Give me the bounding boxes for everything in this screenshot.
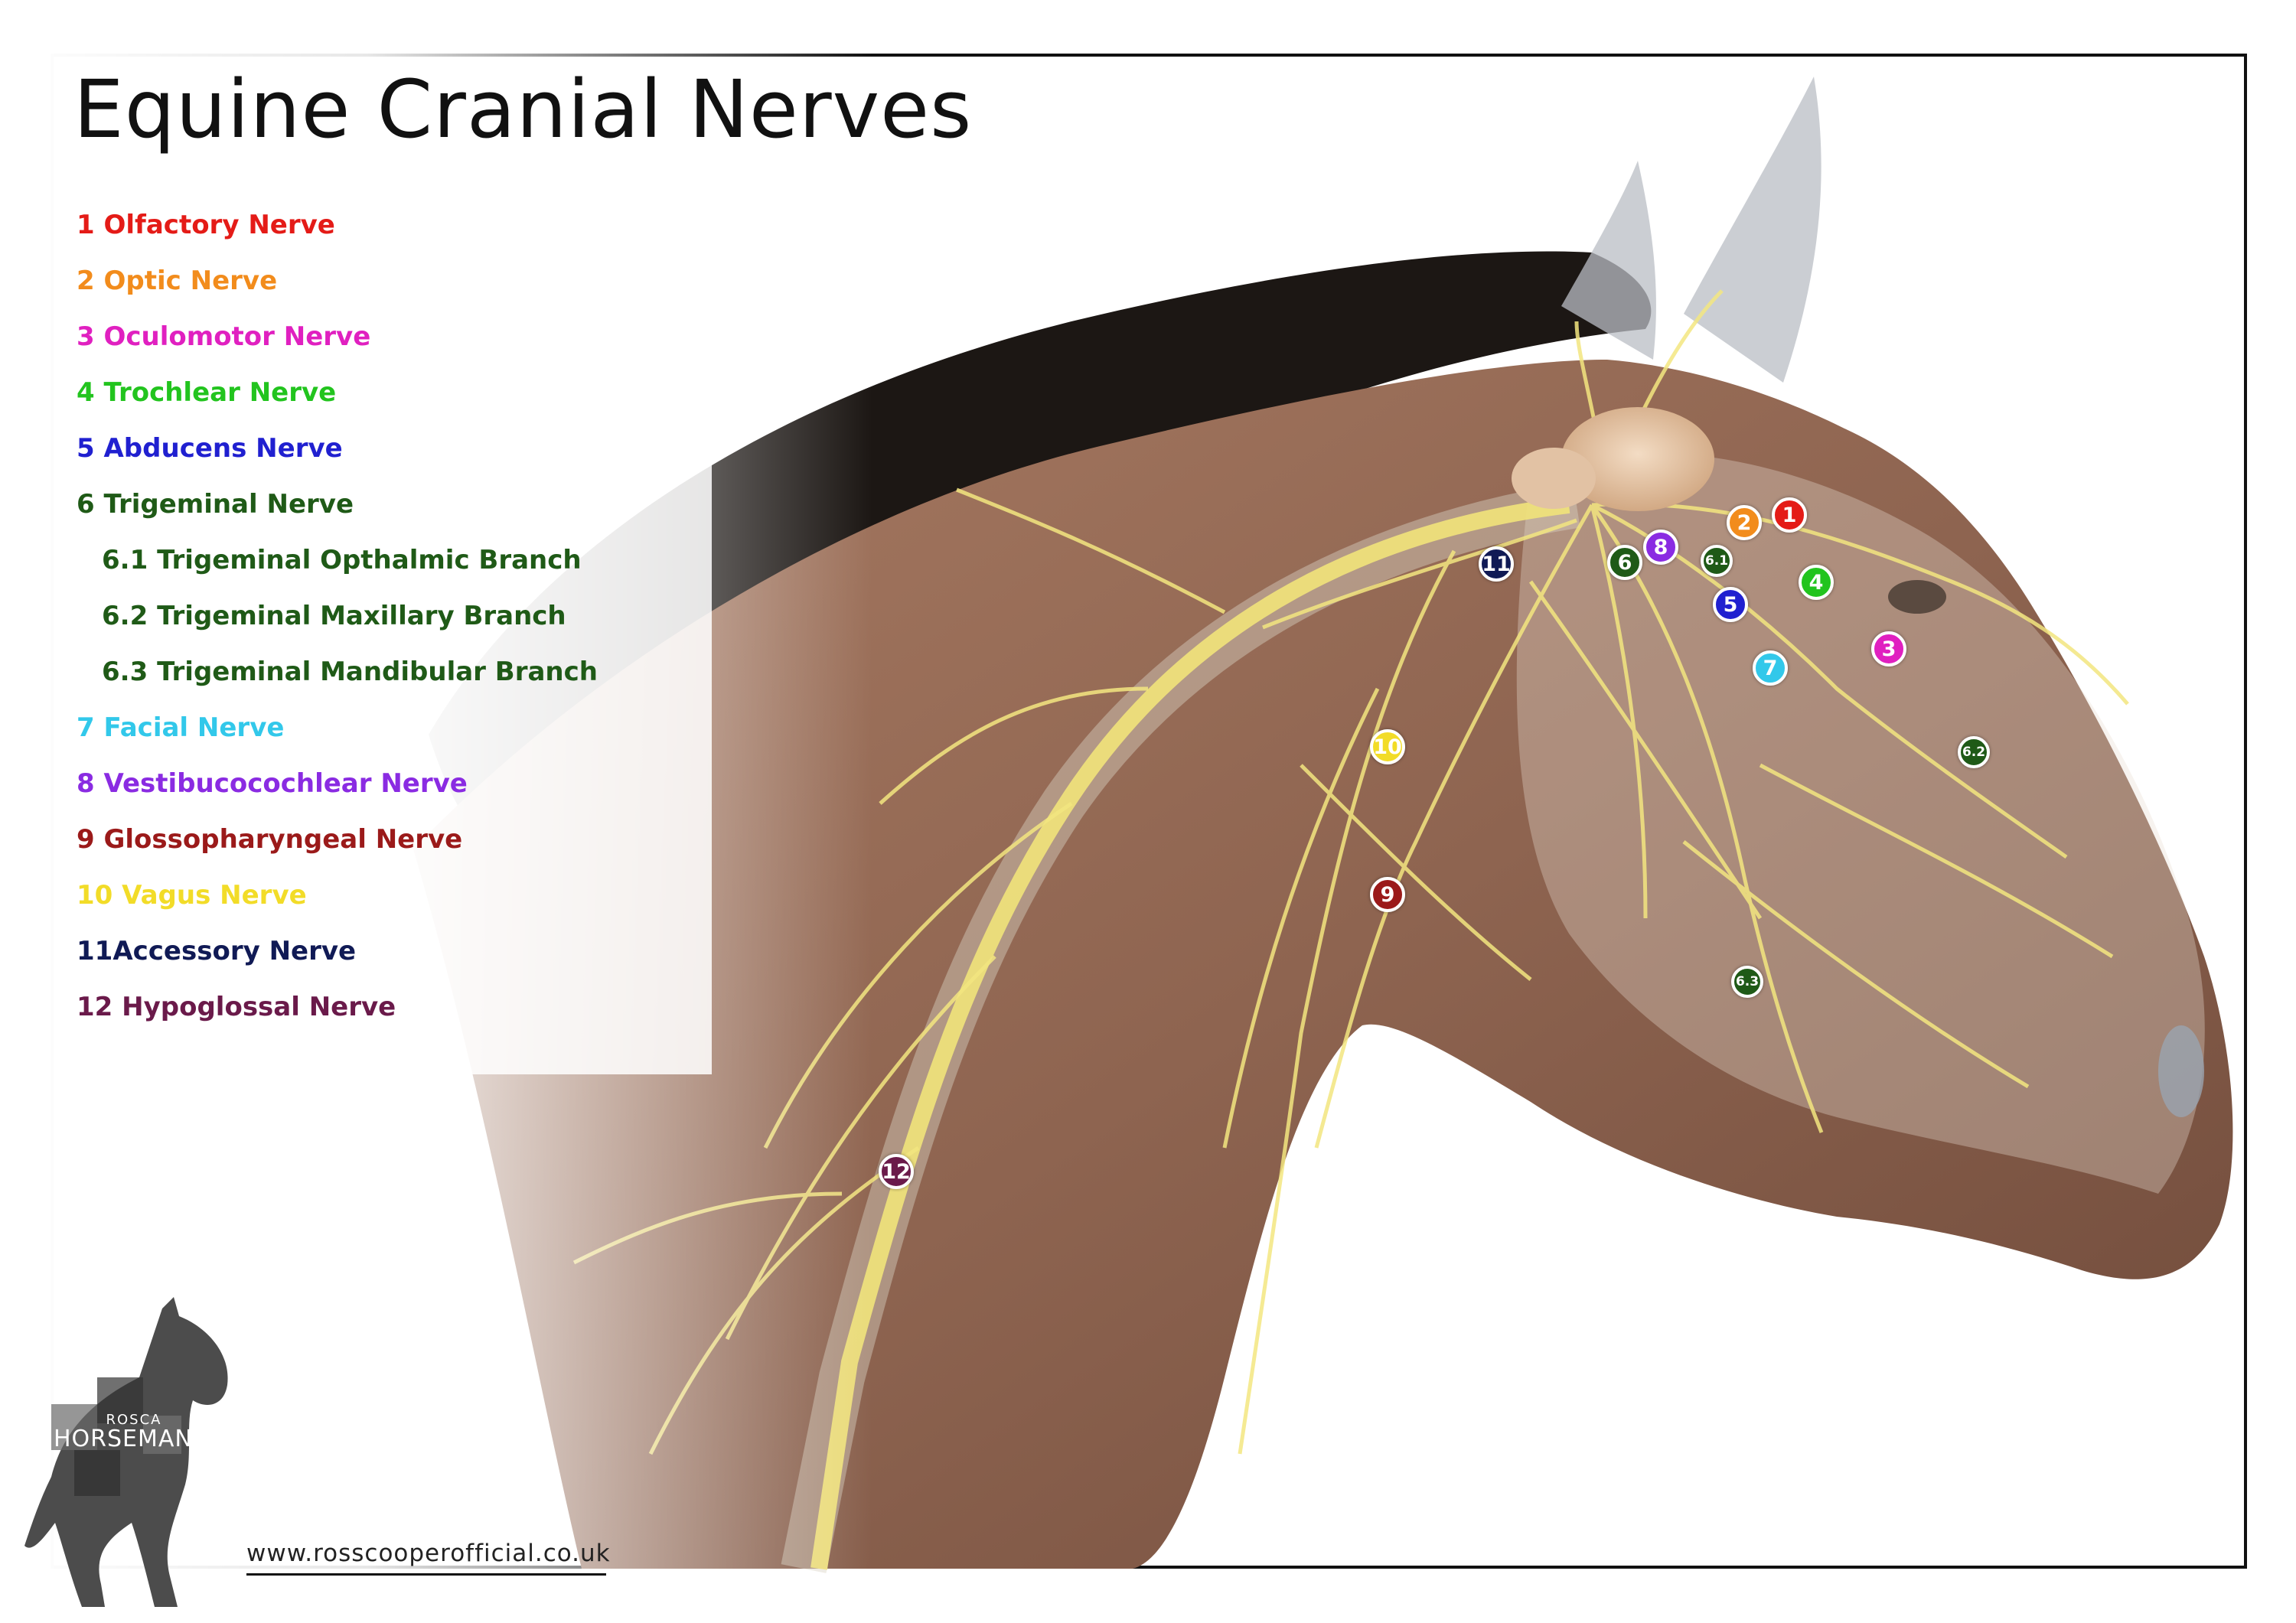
marker-1: 1 — [1772, 497, 1807, 533]
marker-8: 8 — [1643, 530, 1678, 565]
legend-backdrop — [54, 57, 712, 1074]
marker-3: 3 — [1871, 631, 1906, 666]
legend-item-hypoglossal: 12 Hypoglossal Nerve — [77, 979, 598, 1035]
legend-label: 6 Trigeminal Nerve — [77, 489, 354, 520]
website-underline — [246, 1573, 606, 1576]
legend-label: 9 Glossopharyngeal Nerve — [77, 824, 463, 855]
marker-2: 2 — [1727, 505, 1762, 540]
legend-label: 4 Trochlear Nerve — [77, 377, 337, 408]
legend-item-trigeminal-maxillary: 6.2 Trigeminal Maxillary Branch — [77, 588, 598, 644]
horse-silhouette-logo — [24, 1297, 228, 1607]
legend-label: 7 Facial Nerve — [77, 712, 285, 743]
legend-item-vestibulocochlear: 8 Vestibucocochlear Nerve — [77, 756, 598, 812]
legend-item-facial: 7 Facial Nerve — [77, 700, 598, 756]
legend-label: 6.2 Trigeminal Maxillary Branch — [102, 601, 566, 631]
legend-item-trigeminal-opthalmic: 6.1 Trigeminal Opthalmic Branch — [77, 533, 598, 588]
legend-label: 10 Vagus Nerve — [77, 880, 307, 911]
legend-item-abducens: 5 Abducens Nerve — [77, 421, 598, 477]
logo-wordmark: ROSCA HORSEMANSHIP — [54, 1412, 249, 1452]
marker-11: 11 — [1479, 546, 1514, 582]
marker-6-1: 6.1 — [1701, 545, 1733, 577]
legend-item-accessory: 11Accessory Nerve — [77, 924, 598, 979]
legend-label: 1 Olfactory Nerve — [77, 210, 335, 240]
marker-6-2: 6.2 — [1958, 736, 1990, 768]
legend-label: 6.3 Trigeminal Mandibular Branch — [102, 657, 598, 687]
poster-title: Equine Cranial Nerves — [73, 63, 973, 156]
marker-10: 10 — [1370, 729, 1405, 764]
legend-item-trochlear: 4 Trochlear Nerve — [77, 365, 598, 421]
logo-line-2: HORSEMANSHIP — [54, 1426, 249, 1452]
legend-label: 2 Optic Nerve — [77, 266, 278, 296]
marker-9: 9 — [1370, 877, 1405, 912]
logo-line-1: ROSCA — [106, 1412, 162, 1428]
legend-label: 8 Vestibucocochlear Nerve — [77, 768, 468, 799]
legend-item-oculomotor: 3 Oculomotor Nerve — [77, 309, 598, 365]
legend-item-optic: 2 Optic Nerve — [77, 253, 598, 309]
legend-item-olfactory: 1 Olfactory Nerve — [77, 197, 598, 253]
legend-item-glossopharyngeal: 9 Glossopharyngeal Nerve — [77, 812, 598, 868]
marker-6-3: 6.3 — [1731, 966, 1763, 998]
marker-12: 12 — [879, 1154, 914, 1189]
nerve-legend: 1 Olfactory Nerve 2 Optic Nerve 3 Oculom… — [77, 197, 598, 1035]
legend-item-trigeminal-mandibular: 6.3 Trigeminal Mandibular Branch — [77, 644, 598, 700]
legend-label: 6.1 Trigeminal Opthalmic Branch — [102, 545, 582, 575]
marker-4: 4 — [1799, 565, 1834, 600]
marker-5: 5 — [1713, 587, 1748, 622]
marker-7: 7 — [1753, 650, 1788, 686]
legend-label: 3 Oculomotor Nerve — [77, 321, 371, 352]
website-url: www.rosscooperofficial.co.uk — [246, 1540, 611, 1567]
legend-label: 5 Abducens Nerve — [77, 433, 343, 464]
legend-label: 11Accessory Nerve — [77, 936, 357, 966]
marker-6: 6 — [1607, 545, 1642, 580]
legend-label: 12 Hypoglossal Nerve — [77, 992, 396, 1022]
legend-item-trigeminal: 6 Trigeminal Nerve — [77, 477, 598, 533]
legend-item-vagus: 10 Vagus Nerve — [77, 868, 598, 924]
